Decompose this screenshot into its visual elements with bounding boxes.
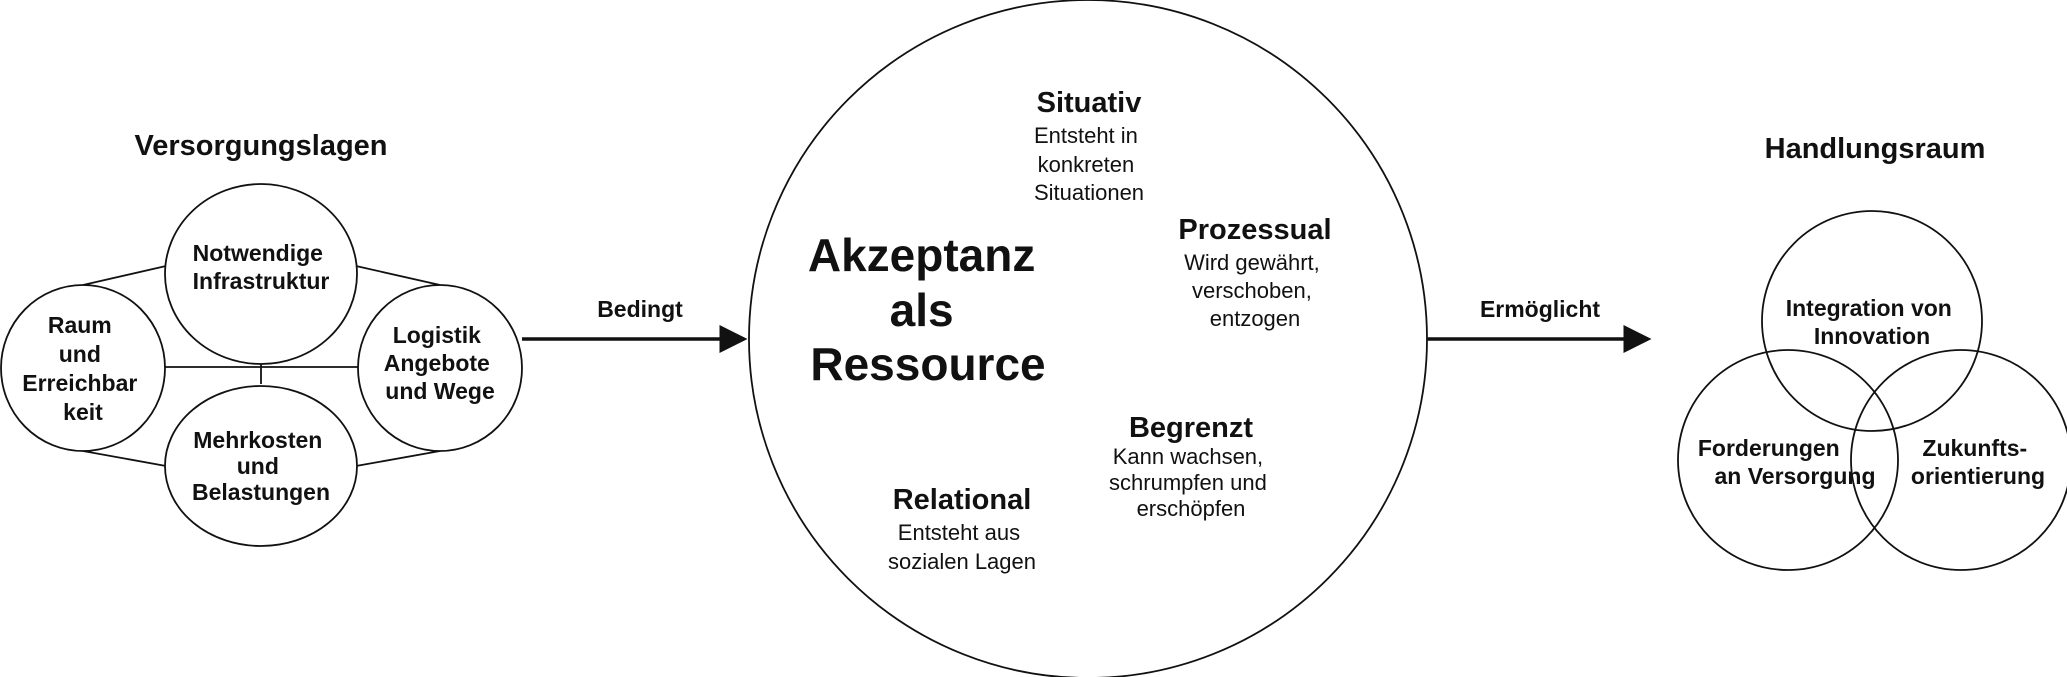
left-group-title: Versorgungslagen — [134, 130, 387, 162]
arrow-bedingt: Bedingt — [522, 296, 748, 353]
node-label-line: Raum — [48, 312, 112, 338]
node-label-line: Notwendige — [193, 240, 323, 266]
node-mehrkosten — [164, 385, 358, 547]
attribute-line: erschöpfen — [1137, 496, 1246, 521]
arrow-ermoeglicht: Ermöglicht — [1427, 296, 1652, 353]
node-label-line: Belastungen — [192, 479, 330, 505]
central-title-line: Ressource — [810, 338, 1045, 390]
node-logistik — [357, 284, 523, 452]
central-title-line: als — [890, 284, 954, 336]
connector-line — [355, 450, 441, 467]
arrow-label-ermoeglicht: Ermöglicht — [1480, 296, 1600, 322]
venn-label-line: Forderungen — [1698, 435, 1840, 461]
arrow-label-bedingt: Bedingt — [597, 296, 683, 322]
connector-line — [355, 265, 441, 286]
venn-circle-innovation — [1761, 210, 1983, 432]
node-label-line: Logistik — [393, 322, 481, 348]
node-mehrkosten-label: Mehrkosten und Belastungen — [192, 427, 330, 505]
connector-line — [82, 265, 167, 286]
node-label-line: und — [59, 341, 101, 367]
attribute-line: konkreten — [1038, 152, 1135, 177]
venn-label-forderungen: Forderungen an Versorgung — [1698, 435, 1876, 489]
attribute-prozessual: Prozessual Wird gewährt, verschoben, ent… — [1178, 214, 1331, 331]
venn-label-line: orientierung — [1911, 463, 2045, 489]
venn-label-line: Integration von — [1786, 295, 1952, 321]
center-group: Akzeptanz als Ressource Situativ Entsteh… — [748, 0, 1428, 677]
right-group: Handlungsraum Integration von Innovation… — [1677, 133, 2067, 571]
node-label-line: keit — [63, 399, 103, 425]
node-infrastruktur-label: Notwendige Infrastruktur — [193, 240, 330, 294]
attribute-description: Entsteht in konkreten Situationen — [1034, 123, 1144, 205]
attribute-heading: Begrenzt — [1129, 412, 1253, 444]
node-logistik-label: Logistik Angebote und Wege — [384, 322, 496, 404]
attribute-line: sozialen Lagen — [888, 549, 1036, 574]
attribute-heading: Relational — [893, 484, 1032, 516]
venn-circle-forderungen — [1677, 349, 1899, 571]
node-label-line: und Wege — [385, 378, 494, 404]
node-label-line: Erreichbar — [22, 370, 137, 396]
left-group: Versorgungslagen Notwendige Infrastruktu… — [0, 130, 523, 547]
attribute-begrenzt: Begrenzt Kann wachsen, schrumpfen und er… — [1109, 412, 1273, 521]
attribute-line: Kann wachsen, — [1113, 444, 1263, 469]
node-infrastruktur — [164, 183, 358, 365]
attribute-description: Kann wachsen, schrumpfen und erschöpfen — [1109, 444, 1273, 521]
attribute-line: entzogen — [1210, 306, 1301, 331]
attribute-line: Situationen — [1034, 180, 1144, 205]
attribute-relational: Relational Entsteht aus sozialen Lagen — [888, 484, 1036, 574]
attribute-heading: Prozessual — [1178, 214, 1331, 246]
right-group-title: Handlungsraum — [1765, 133, 1986, 165]
attribute-line: verschoben, — [1192, 278, 1312, 303]
venn-label-line: Innovation — [1814, 323, 1930, 349]
attribute-line: Entsteht aus — [898, 520, 1020, 545]
node-label-line: und — [237, 453, 279, 479]
central-title: Akzeptanz als Ressource — [808, 229, 1048, 390]
central-title-line: Akzeptanz — [808, 229, 1035, 281]
node-label-line: Mehrkosten — [193, 427, 322, 453]
attribute-line: Wird gewährt, — [1184, 250, 1320, 275]
attribute-description: Entsteht aus sozialen Lagen — [888, 520, 1036, 574]
venn-label-innovation: Integration von Innovation — [1786, 295, 1959, 349]
venn-circle-zukunft — [1850, 349, 2067, 571]
connector-line — [82, 450, 167, 467]
node-raum-label: Raum und Erreichbar keit — [22, 312, 143, 425]
venn-label-line: an Versorgung — [1714, 463, 1875, 489]
node-label-line: Angebote — [384, 350, 490, 376]
venn-label-line: Zukunfts- — [1922, 435, 2027, 461]
attribute-line: schrumpfen und — [1109, 470, 1267, 495]
attribute-heading: Situativ — [1037, 87, 1142, 119]
attribute-situativ: Situativ Entsteht in konkreten Situation… — [1034, 87, 1144, 205]
node-raum-erreichbarkeit — [0, 284, 166, 452]
venn-label-zukunft: Zukunfts- orientierung — [1911, 435, 2045, 489]
attribute-line: Entsteht in — [1034, 123, 1138, 148]
attribute-description: Wird gewährt, verschoben, entzogen — [1184, 250, 1326, 331]
node-label-line: Infrastruktur — [193, 268, 330, 294]
